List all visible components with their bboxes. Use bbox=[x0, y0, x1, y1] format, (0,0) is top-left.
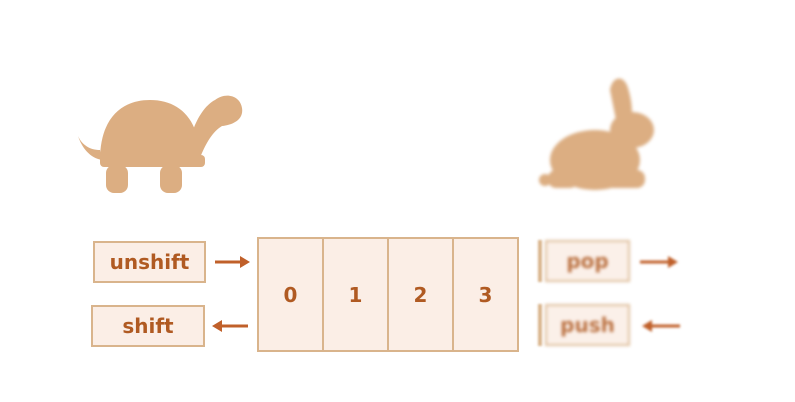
array-cell: 2 bbox=[389, 239, 454, 350]
array-cell: 1 bbox=[324, 239, 389, 350]
push-arrow bbox=[642, 320, 680, 332]
unshift-arrow bbox=[215, 256, 250, 268]
pop-arrow bbox=[640, 256, 678, 268]
pop-bracket bbox=[538, 240, 542, 282]
pop-label: pop bbox=[545, 240, 630, 282]
push-bracket bbox=[538, 304, 542, 346]
turtle-icon bbox=[78, 95, 243, 193]
push-label: push bbox=[545, 304, 630, 346]
rabbit-icon bbox=[539, 78, 654, 190]
array-box: 0 1 2 3 bbox=[257, 237, 519, 352]
array-cell: 0 bbox=[259, 239, 324, 350]
unshift-label: unshift bbox=[93, 241, 206, 283]
array-cell: 3 bbox=[454, 239, 517, 350]
shift-arrow bbox=[212, 320, 248, 332]
shift-label: shift bbox=[91, 305, 205, 347]
